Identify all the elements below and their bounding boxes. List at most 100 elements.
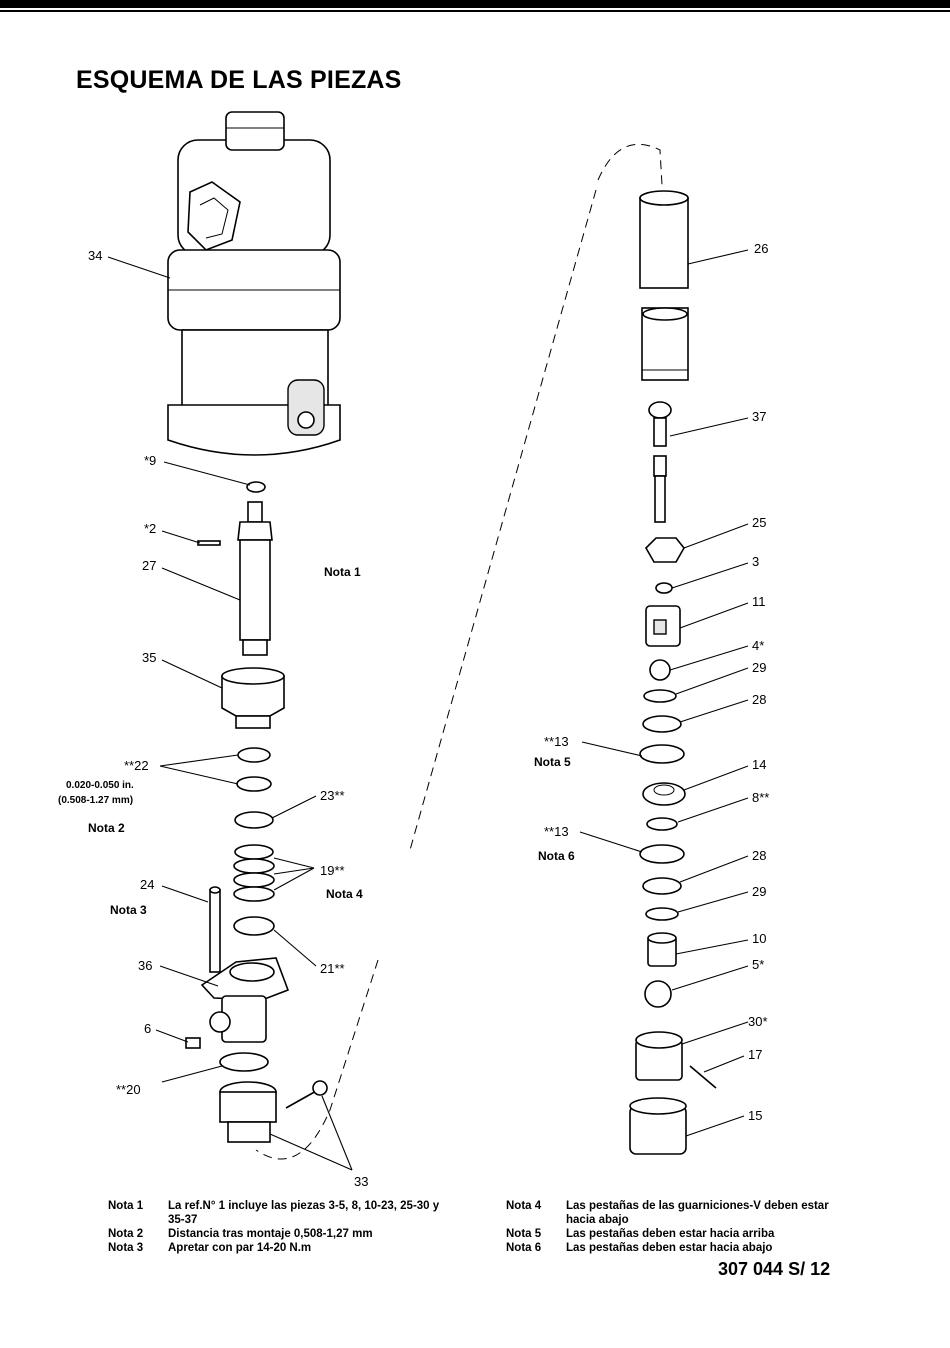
inline-nota-6: Nota 6 [538, 849, 575, 863]
note-text: Las pestañas de las guarniciones-V deben… [566, 1200, 829, 1226]
callout-9: *9 [144, 453, 156, 468]
note-key: Nota 4 [506, 1200, 542, 1212]
part-26-sleeve [639, 190, 689, 381]
part-20 [219, 1052, 269, 1072]
callout-23: 23** [320, 788, 345, 803]
leader-lines [107, 249, 749, 1171]
callout-6: 6 [144, 1021, 151, 1036]
part-15 [629, 1097, 687, 1155]
note-row-1: Nota 1 La ref.N° 1 incluye las piezas 3-… [108, 1199, 448, 1227]
part-5-ball [644, 980, 672, 1008]
callout-13a: **13 [544, 734, 569, 749]
part-10 [647, 932, 677, 967]
callout-33: 33 [354, 1174, 368, 1189]
callout-34: 34 [88, 248, 102, 263]
callout-5: 5* [752, 957, 764, 972]
note-row-5: Nota 5 Las pestañas deben estar hacia ar… [506, 1227, 846, 1241]
part-13a [639, 744, 685, 764]
inline-nota-4: Nota 4 [326, 887, 363, 901]
part-19-v-packings [233, 844, 275, 902]
callout-22-dim-mm: (0.508-1.27 mm) [58, 795, 133, 806]
part-24-stud [209, 886, 221, 973]
note-text: La ref.N° 1 incluye las piezas 3-5, 8, 1… [168, 1200, 440, 1226]
top-rule [0, 0, 950, 8]
part-33-bottom-cap [219, 1080, 328, 1143]
part-36-pump-body [200, 957, 290, 1043]
inline-nota-2: Nota 2 [88, 821, 125, 835]
callout-25: 25 [752, 515, 766, 530]
part-29b [645, 907, 679, 921]
note-text: Las pestañas deben estar hacia abajo [566, 1242, 773, 1254]
callout-26: 26 [754, 241, 768, 256]
callout-21: 21** [320, 961, 345, 976]
part-30 [635, 1031, 683, 1081]
note-row-3: Nota 3 Apretar con par 14-20 N.m [108, 1241, 448, 1255]
inline-nota-1: Nota 1 [324, 565, 361, 579]
part-34-motor-housing [167, 111, 341, 456]
callout-22: **22 [124, 758, 149, 773]
part-6 [185, 1037, 201, 1049]
callout-3: 3 [752, 554, 759, 569]
part-2-pin [197, 540, 221, 546]
note-key: Nota 6 [506, 1242, 542, 1254]
part-23 [234, 811, 274, 829]
inline-nota-5: Nota 5 [534, 755, 571, 769]
part-13b [639, 844, 685, 864]
part-28b [642, 877, 682, 895]
callout-29b: 29 [752, 884, 766, 899]
callout-30: 30* [748, 1014, 768, 1029]
callout-28b: 28 [752, 848, 766, 863]
part-37-rod [648, 401, 672, 523]
assembly-path-dashed [255, 143, 663, 1160]
note-text: Distancia tras montaje 0,508-1,27 mm [168, 1228, 373, 1240]
callout-36: 36 [138, 958, 152, 973]
callout-28a: 28 [752, 692, 766, 707]
callout-37: 37 [752, 409, 766, 424]
note-text: Las pestañas deben estar hacia arriba [566, 1228, 775, 1240]
callout-17: 17 [748, 1047, 762, 1062]
part-8 [646, 817, 678, 831]
callout-2: *2 [144, 521, 156, 536]
callout-13b: **13 [544, 824, 569, 839]
document-number: 307 044 S/ 12 [718, 1259, 831, 1279]
part-3 [655, 582, 673, 594]
part-27-rod [237, 501, 273, 656]
note-row-4: Nota 4 Las pestañas de las guarniciones-… [506, 1199, 846, 1227]
callout-27: 27 [142, 558, 156, 573]
part-22-ring-b [236, 776, 272, 792]
callout-8: 8** [752, 790, 769, 805]
note-text: Apretar con par 14-20 N.m [168, 1242, 312, 1254]
callout-35: 35 [142, 650, 156, 665]
part-17-pin [689, 1065, 717, 1089]
callout-15: 15 [748, 1108, 762, 1123]
callout-4: 4* [752, 638, 764, 653]
note-key: Nota 3 [108, 1242, 144, 1254]
part-11 [645, 605, 681, 647]
callout-14: 14 [752, 757, 766, 772]
notes-left: Nota 1 La ref.N° 1 incluye las piezas 3-… [108, 1199, 448, 1255]
note-key: Nota 5 [506, 1228, 542, 1240]
callout-19: 19** [320, 863, 345, 878]
note-key: Nota 2 [108, 1228, 144, 1240]
inline-nota-3: Nota 3 [110, 903, 147, 917]
part-28a [642, 715, 682, 733]
part-25-nut [645, 537, 685, 563]
callout-20: **20 [116, 1082, 141, 1097]
note-row-6: Nota 6 Las pestañas deben estar hacia ab… [506, 1241, 846, 1255]
part-9 [246, 481, 266, 493]
part-29a [643, 689, 677, 703]
notes-right: Nota 4 Las pestañas de las guarniciones-… [506, 1199, 846, 1255]
page-title: ESQUEMA DE LAS PIEZAS [76, 66, 402, 94]
part-35-cup [221, 667, 285, 729]
callout-10: 10 [752, 931, 766, 946]
part-22-ring-a [237, 747, 271, 763]
note-row-2: Nota 2 Distancia tras montaje 0,508-1,27… [108, 1227, 448, 1241]
part-21 [233, 916, 275, 936]
callout-29a: 29 [752, 660, 766, 675]
callout-11: 11 [752, 594, 766, 609]
part-4-ball [649, 659, 671, 681]
top-rule-thin [0, 10, 950, 12]
part-14 [642, 782, 686, 806]
callout-24: 24 [140, 877, 154, 892]
